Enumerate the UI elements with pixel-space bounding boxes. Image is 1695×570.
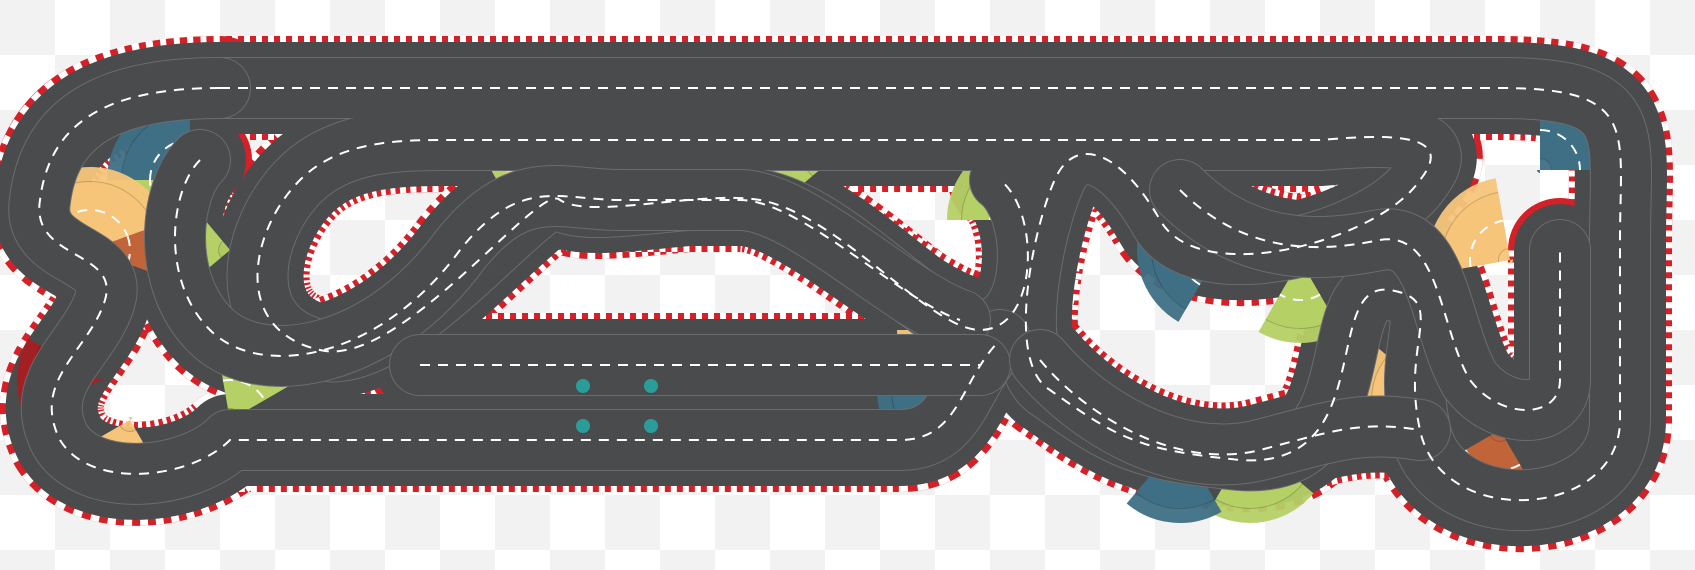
start-marker-4 xyxy=(644,419,658,433)
center-dash-right-inner xyxy=(1179,189,1561,411)
start-marker-2 xyxy=(644,379,658,393)
center-dash-inner-loop xyxy=(174,159,961,357)
curve-band-dash-24 xyxy=(222,379,266,401)
curve-band-dash-17 xyxy=(1279,293,1321,301)
start-marker-3 xyxy=(576,419,590,433)
track-center-dashes xyxy=(38,87,1622,501)
center-dash-left-loop xyxy=(38,87,1001,475)
curve-band-dash-19 xyxy=(1469,219,1504,268)
center-dash-lower-right xyxy=(1039,359,1421,456)
curve-band-dash-18 xyxy=(1539,129,1581,171)
start-grid-markers xyxy=(576,379,658,433)
start-marker-1 xyxy=(576,379,590,393)
